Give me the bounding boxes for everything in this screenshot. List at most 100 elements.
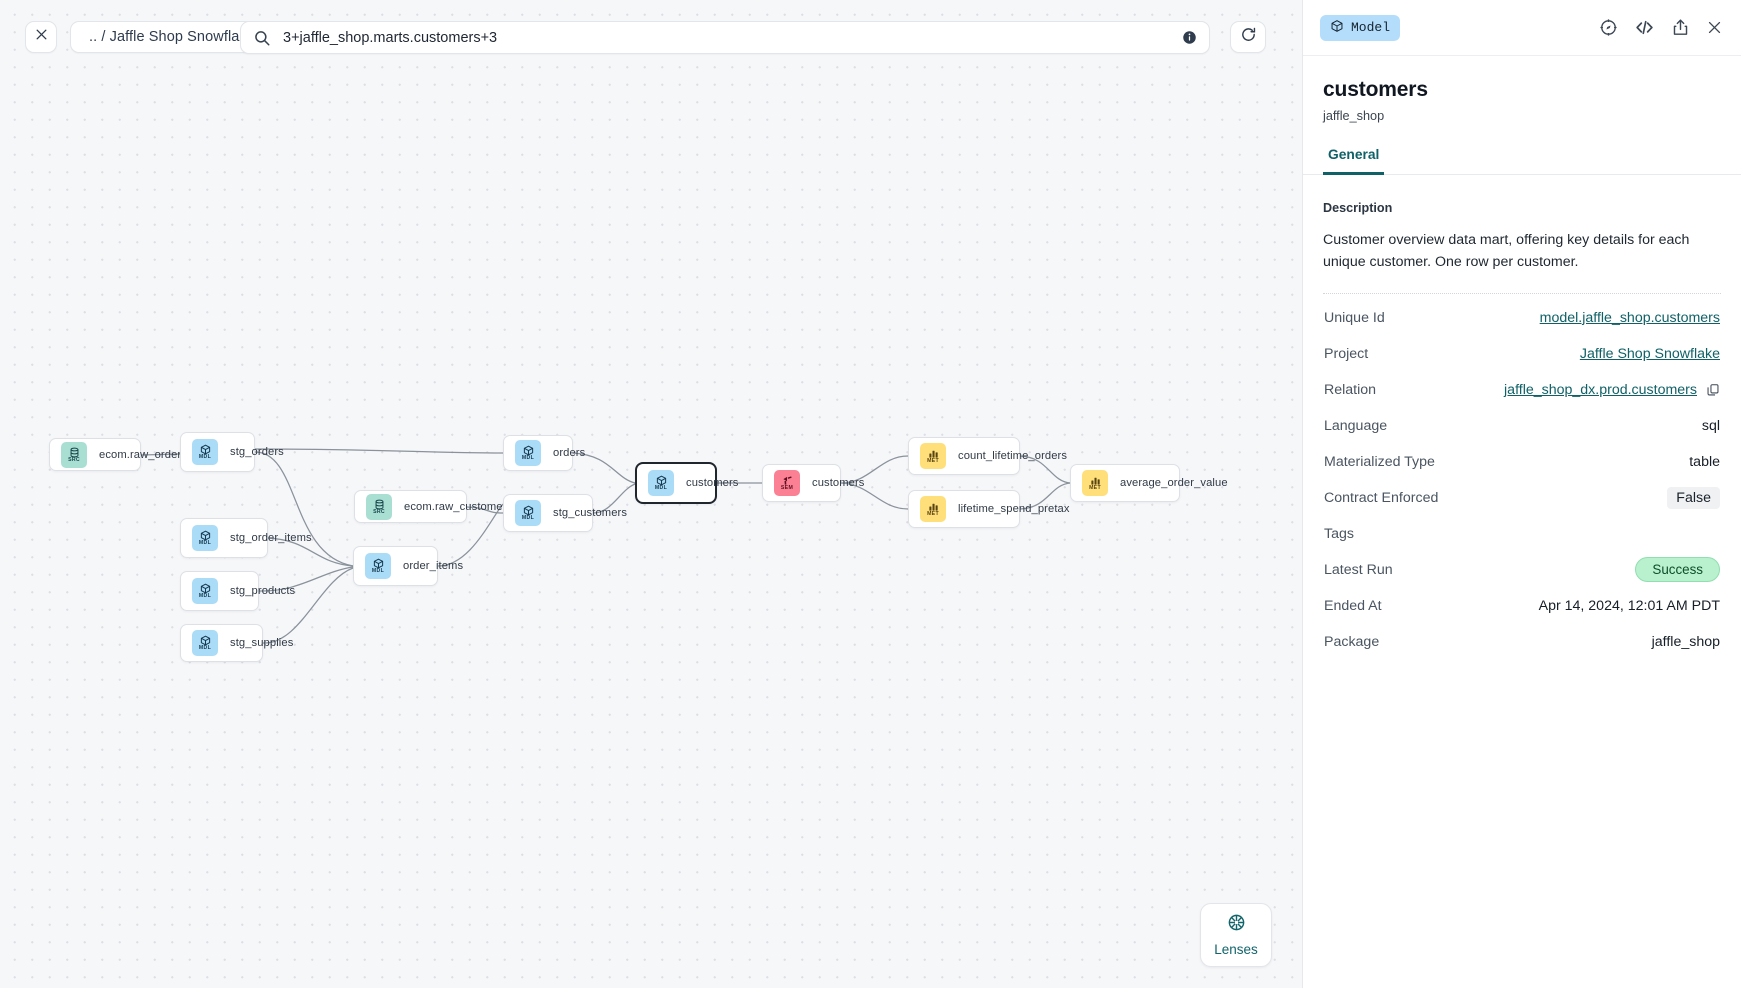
metadata-value[interactable]: Jaffle Shop Snowflake bbox=[1580, 346, 1720, 362]
lineage-edge bbox=[254, 451, 354, 567]
metadata-value-text: Jaffle Shop Snowflake bbox=[1579, 345, 1720, 362]
lineage-edge bbox=[258, 566, 354, 592]
lineage-edge bbox=[437, 503, 504, 567]
metadata-row: Language sql bbox=[1323, 408, 1721, 444]
metadata-key: Unique Id bbox=[1324, 309, 1385, 326]
metadata-value-text: Apr 14, 2024, 12:01 AM PDT bbox=[1538, 597, 1720, 614]
lineage-node-ecom_raw_orders[interactable]: SRC ecom.raw_orders bbox=[49, 438, 187, 471]
aperture-icon bbox=[1227, 913, 1246, 937]
metadata-value-text: model.jaffle_shop.customers bbox=[1539, 309, 1720, 326]
breadcrumb[interactable]: .. / Jaffle Shop Snowflake bbox=[70, 21, 274, 53]
metadata-key: Relation bbox=[1324, 381, 1377, 398]
lineage-node-stg_customers[interactable]: MDL stg_customers bbox=[503, 494, 627, 532]
lineage-node-label: order_items bbox=[403, 560, 464, 572]
panel-subtitle: jaffle_shop bbox=[1323, 109, 1385, 123]
src-badge-icon: SRC bbox=[61, 441, 87, 468]
met-badge-icon: MET bbox=[920, 443, 946, 469]
metadata-value-text: sql bbox=[1701, 417, 1720, 434]
lineage-node-label: stg_customers bbox=[553, 507, 628, 519]
panel-toolbar: Model bbox=[1303, 0, 1741, 56]
mdl-badge-icon: MDL bbox=[515, 440, 541, 466]
lineage-node-label: stg_order_items bbox=[230, 532, 312, 544]
metadata-value: table bbox=[1689, 454, 1720, 470]
lineage-node-label: lifetime_spend_pretax bbox=[958, 503, 1070, 515]
metadata-row: Contract Enforced False bbox=[1323, 480, 1721, 516]
mdl-badge-icon: MDL bbox=[192, 525, 218, 551]
metadata-key: Project bbox=[1324, 345, 1369, 362]
metadata-value-text: Success bbox=[1635, 557, 1720, 583]
refresh-icon bbox=[1240, 26, 1257, 48]
metadata-value-text: False bbox=[1667, 486, 1720, 509]
panel-body: Description Customer overview data mart,… bbox=[1303, 175, 1741, 988]
metadata-key: Latest Run bbox=[1324, 561, 1393, 578]
panel-header: customers jaffle_shop bbox=[1303, 56, 1741, 123]
metadata-row: Tags bbox=[1323, 516, 1721, 552]
lineage-search-bar[interactable]: 3+jaffle_shop.marts.customers+3 bbox=[240, 21, 1210, 54]
refresh-button[interactable] bbox=[1230, 21, 1266, 53]
lineage-edge bbox=[254, 448, 504, 454]
metadata-value-text: jaffle_shop bbox=[1651, 633, 1720, 650]
search-input[interactable]: 3+jaffle_shop.marts.customers+3 bbox=[283, 29, 498, 46]
cube-icon bbox=[1330, 19, 1344, 37]
metadata-key: Language bbox=[1324, 417, 1388, 434]
close-panel-icon[interactable] bbox=[1706, 19, 1723, 36]
copy-icon[interactable] bbox=[1706, 383, 1720, 397]
lineage-node-label: ecom.raw_orders bbox=[99, 448, 187, 461]
code-icon[interactable] bbox=[1634, 17, 1655, 38]
metadata-value: sql bbox=[1702, 418, 1720, 434]
lineage-edge bbox=[1019, 455, 1071, 484]
lineage-node-order_items[interactable]: MDL order_items bbox=[353, 546, 463, 586]
lineage-node-label: orders bbox=[553, 447, 586, 459]
focus-icon[interactable] bbox=[1599, 18, 1618, 37]
metadata-row: Unique Id model.jaffle_shop.customers bbox=[1323, 300, 1721, 336]
metadata-key: Materialized Type bbox=[1324, 453, 1435, 470]
metadata-value-text: jaffle_shop_dx.prod.customers bbox=[1504, 381, 1697, 398]
breadcrumb-label: .. / Jaffle Shop Snowflake bbox=[89, 29, 255, 45]
metadata-value[interactable]: model.jaffle_shop.customers bbox=[1540, 310, 1720, 326]
mdl-badge-icon: MDL bbox=[648, 470, 674, 496]
search-icon bbox=[253, 29, 271, 47]
close-lineage-button[interactable] bbox=[25, 21, 57, 53]
resource-type-label: Model bbox=[1351, 20, 1391, 35]
lenses-button[interactable]: Lenses bbox=[1200, 903, 1272, 967]
share-icon[interactable] bbox=[1671, 18, 1690, 37]
details-panel: Model bbox=[1302, 0, 1741, 988]
lineage-node-label: ecom.raw_customers bbox=[404, 500, 513, 513]
tab-general[interactable]: General bbox=[1323, 147, 1385, 175]
met-badge-icon: MET bbox=[920, 496, 946, 522]
metadata-row: Relation jaffle_shop_dx.prod.customers bbox=[1323, 372, 1721, 408]
lineage-node-lifetime_spend_pretax[interactable]: MET lifetime_spend_pretax bbox=[908, 490, 1069, 528]
lineage-node-orders[interactable]: MDL orders bbox=[503, 435, 585, 471]
metadata-row: Materialized Type table bbox=[1323, 444, 1721, 480]
panel-actions bbox=[1599, 17, 1723, 38]
lineage-edge bbox=[840, 455, 909, 484]
lineage-edge bbox=[140, 453, 181, 456]
metadata-value[interactable]: jaffle_shop_dx.prod.customers bbox=[1504, 382, 1720, 398]
src-badge-icon: SRC bbox=[366, 493, 392, 520]
lineage-node-stg_order_items[interactable]: MDL stg_order_items bbox=[180, 518, 312, 558]
mdl-badge-icon: MDL bbox=[365, 553, 391, 579]
metadata-key: Contract Enforced bbox=[1324, 489, 1439, 506]
metadata-key: Package bbox=[1324, 633, 1380, 650]
info-icon[interactable] bbox=[1182, 30, 1197, 45]
lineage-edge bbox=[262, 567, 354, 644]
mdl-badge-icon: MDL bbox=[515, 500, 541, 526]
mdl-badge-icon: MDL bbox=[192, 578, 218, 604]
lenses-label: Lenses bbox=[1214, 942, 1258, 957]
metadata-key: Ended At bbox=[1324, 597, 1382, 614]
lineage-node-label: stg_supplies bbox=[230, 637, 294, 649]
lineage-node-ecom_raw_customers[interactable]: SRC ecom.raw_customers bbox=[354, 490, 512, 523]
mdl-badge-icon: MDL bbox=[192, 439, 218, 465]
metadata-value: False bbox=[1667, 486, 1720, 509]
lineage-edges bbox=[140, 448, 1071, 644]
